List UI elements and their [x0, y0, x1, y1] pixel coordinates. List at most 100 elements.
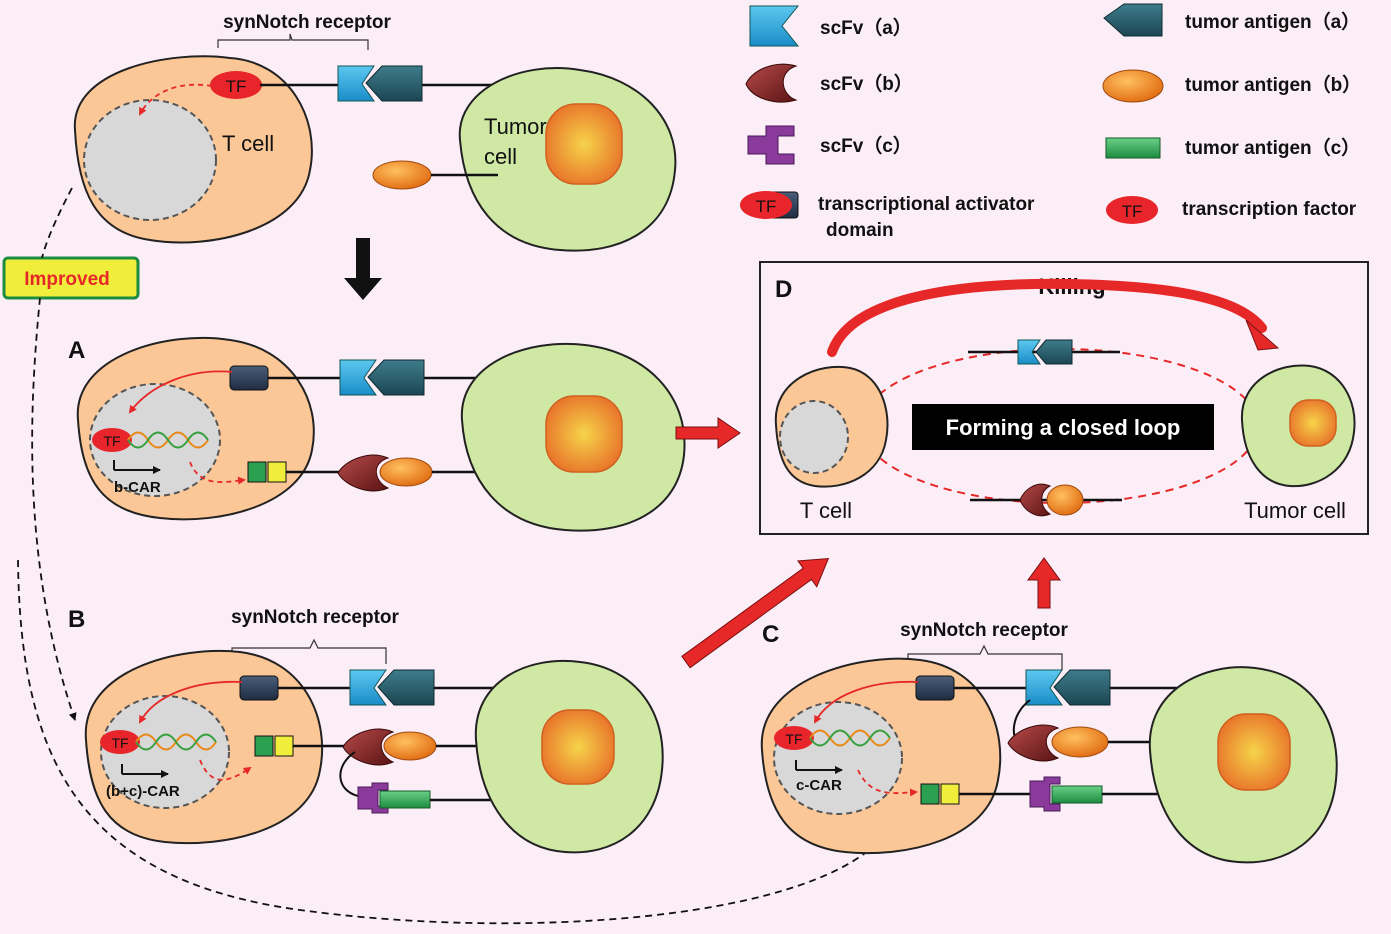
- legend-antigen-c-icon: [1105, 137, 1161, 159]
- panel-b-tf-arrow: [139, 680, 243, 724]
- panel-c-letter: C: [762, 621, 779, 648]
- panel-c-scfv-a: [1025, 669, 1063, 706]
- panel-b-antigen-a: [377, 669, 435, 706]
- panel-b-tf-icon: [100, 730, 140, 754]
- top-t-cell-label: T cell: [222, 131, 274, 156]
- top-diagram: synNotch receptor T cell TF Tumor cell: [73, 12, 677, 252]
- improved-label: Improved: [24, 269, 110, 290]
- panel-b-nucleus: [100, 695, 230, 809]
- legend-scfv-a-icon: [749, 5, 800, 47]
- panel-c-tumor-nucleus: [1217, 713, 1291, 791]
- panel-b-tether: [339, 751, 359, 797]
- panel-b-tad: [239, 675, 279, 701]
- panel-a-car-domain-2: [267, 461, 287, 483]
- panel-a-dna: [127, 431, 209, 449]
- panel-a-tf-arrow: [128, 370, 233, 414]
- improved-dash-to-c: [17, 559, 879, 925]
- panel-c-tad: [915, 675, 955, 701]
- panel-d-antigen-a: [1035, 339, 1073, 365]
- panel-b: B synNotch receptor TF (b+c)-CAR: [68, 606, 664, 854]
- panel-c-tf-icon: [774, 726, 814, 750]
- panel-c-car-label: c-CAR: [796, 777, 842, 794]
- panel-a: A TF b-CAR: [68, 336, 686, 532]
- panel-a-letter: A: [68, 337, 85, 364]
- legend-antigen-b-label: tumor antigen（b）: [1185, 73, 1361, 96]
- panel-b-letter: B: [68, 606, 85, 633]
- panel-c: C synNotch receptor TF c-CAR: [760, 620, 1338, 864]
- panel-a-tf-label: TF: [103, 433, 120, 449]
- panel-d-t-cell-label: T cell: [800, 498, 852, 523]
- legend-tad-icon: [740, 191, 792, 219]
- panel-b-receptor-label: synNotch receptor: [231, 607, 399, 628]
- panel-d-antigen-b: [1046, 484, 1084, 516]
- top-receptor-label: synNotch receptor: [223, 12, 391, 33]
- panel-b-dna: [135, 733, 217, 751]
- arrow-c-to-d: [1027, 557, 1061, 609]
- panel-a-scfv-a: [339, 359, 377, 396]
- panel-d: D Killing T cell Tumor cell Forming a cl…: [759, 261, 1369, 535]
- legend-antigen-c-label: tumor antigen（c）: [1185, 136, 1360, 159]
- legend-scfv-c-icon: [747, 125, 795, 165]
- panel-d-killing-arrowhead: [1245, 319, 1280, 351]
- top-tumor-nucleus: [545, 103, 623, 185]
- arrow-b-to-d: [681, 557, 830, 669]
- panel-b-scfv-a: [349, 669, 387, 706]
- panel-b-tumor-nucleus: [541, 709, 615, 785]
- panel-c-promoter-arrow: [795, 760, 842, 770]
- panel-a-antigen-b: [379, 457, 433, 487]
- panel-b-car-domain-2: [274, 735, 294, 757]
- legend-scfv-b-label: scFv（b）: [820, 72, 913, 95]
- top-tf-arrow: [139, 83, 213, 116]
- panel-a-car-arrow: [189, 461, 246, 485]
- top-tf-label: TF: [226, 77, 247, 96]
- down-arrow: [344, 238, 382, 300]
- panel-d-loop-box: [912, 404, 1214, 450]
- legend: scFv（a） scFv（b） scFv（c） TF transcription…: [740, 3, 1361, 241]
- arrow-a-to-d: [675, 417, 741, 449]
- top-tumor-label-1: Tumor: [484, 114, 547, 139]
- panel-c-tf-label: TF: [785, 731, 802, 747]
- panel-b-tf-label: TF: [111, 735, 128, 751]
- panel-c-antigen-c: [1051, 785, 1103, 804]
- legend-antigen-b-icon: [1102, 69, 1164, 103]
- panel-d-scfv-b: [1019, 483, 1052, 517]
- panel-a-tumor-nucleus: [545, 395, 623, 473]
- panel-b-antigen-b: [383, 731, 437, 761]
- panel-d-t-nucleus: [779, 400, 849, 474]
- panel-a-promoter-arrow: [113, 460, 160, 470]
- panel-a-tf-icon: [92, 428, 132, 452]
- top-t-nucleus: [83, 99, 217, 221]
- panel-c-car-domain-1: [920, 783, 940, 805]
- panel-a-nucleus: [89, 383, 221, 497]
- panel-c-nucleus: [773, 701, 903, 815]
- panel-c-dna: [809, 729, 891, 747]
- panel-a-scfv-b: [337, 454, 390, 492]
- panel-b-car-arrow: [199, 759, 252, 781]
- panel-a-tad: [229, 365, 269, 391]
- panel-c-antigen-a: [1053, 669, 1111, 706]
- panel-d-tumor-nucleus: [1289, 399, 1337, 447]
- improved-dash-top: [41, 187, 73, 259]
- panel-c-scfv-b: [1007, 724, 1060, 762]
- panel-d-loop-label: Forming a closed loop: [946, 415, 1181, 440]
- panel-c-scfv-c: [1029, 776, 1061, 812]
- panel-b-car-label: (b+c)-CAR: [106, 783, 180, 800]
- panel-b-car-domain-1: [254, 735, 274, 757]
- legend-tad-tf: TF: [756, 197, 777, 216]
- panel-d-letter: D: [775, 276, 792, 303]
- legend-antigen-a-icon: [1103, 3, 1163, 37]
- panel-a-car-label: b-CAR: [114, 479, 161, 496]
- top-antigen-b: [372, 160, 432, 190]
- panel-b-receptor-bracket: [231, 638, 387, 664]
- panel-b-promoter-arrow: [121, 764, 168, 774]
- panel-d-scfv-a: [1017, 339, 1041, 365]
- panel-c-car-domain-2: [940, 783, 960, 805]
- panel-c-antigen-b: [1051, 726, 1109, 758]
- legend-tf-label: transcription factor: [1182, 199, 1357, 220]
- panel-b-scfv-b: [342, 728, 395, 766]
- panel-c-receptor-label: synNotch receptor: [900, 620, 1068, 641]
- improved-badge: [2, 256, 140, 300]
- legend-tf-icon-label: TF: [1122, 202, 1143, 221]
- top-antigen-a: [365, 65, 423, 102]
